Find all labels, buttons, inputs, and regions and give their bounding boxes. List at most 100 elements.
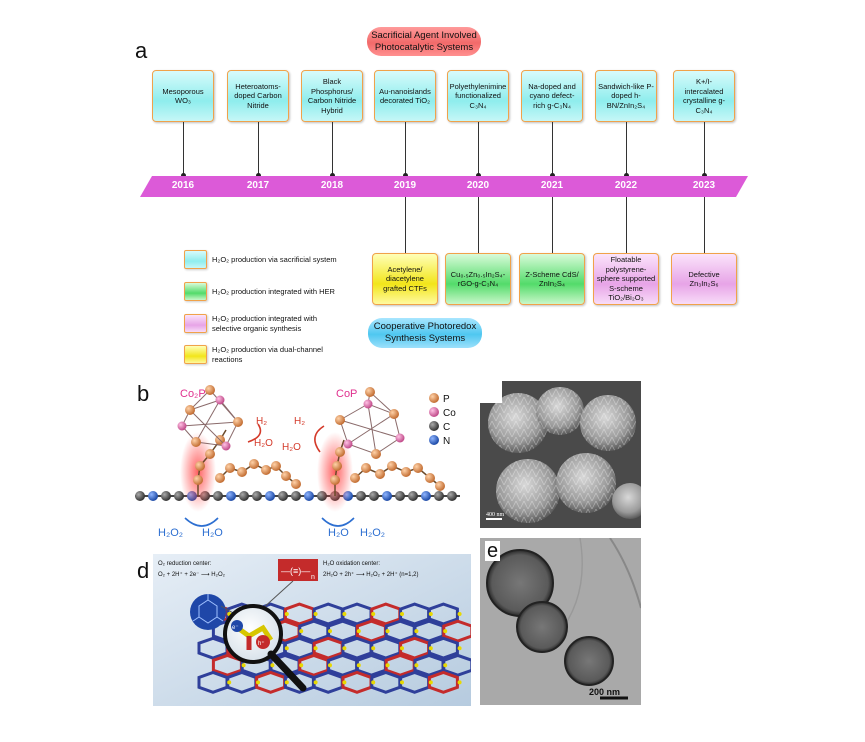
h2o2-left-label: H₂O₂ xyxy=(158,527,183,539)
framework-hexagon xyxy=(427,602,459,626)
cobalt-atom xyxy=(363,399,373,409)
alkyne-subscript: n xyxy=(311,574,315,581)
framework-node xyxy=(428,646,433,651)
framework-node xyxy=(299,663,304,668)
framework-node xyxy=(385,663,390,668)
h2o-oxidation-equation: 2H₂O + 2h⁺ ⟶ H₂O₂ + 2H⁺ (n=1,2) xyxy=(323,571,418,578)
phosphorus-atom xyxy=(195,461,205,471)
timeline-bottom-connector xyxy=(704,197,705,253)
phosphorus-atom xyxy=(365,387,375,397)
cobalt-atom xyxy=(221,441,231,451)
electron-label: e⁻ xyxy=(232,625,239,631)
carbon-atom xyxy=(252,491,262,501)
sacrificial-systems-pill: Sacrificial Agent Involved Photocatalyti… xyxy=(367,27,481,56)
framework-node xyxy=(414,663,419,668)
legend-swatch xyxy=(184,345,207,364)
carbon-atom xyxy=(447,491,457,501)
legend-item: H₂O₂ production integrated with HER xyxy=(184,282,342,301)
panel-c-sem-image: 400 nm xyxy=(480,381,641,528)
panel-d-illustration: —(≡)— n e⁻ h⁺ O₂ reduction center: O₂ + … xyxy=(153,554,471,706)
carbon-atom xyxy=(434,491,444,501)
framework-node xyxy=(284,646,289,651)
legend-swatch xyxy=(184,250,207,269)
cooperative-systems-pill: Cooperative Photoredox Synthesis Systems xyxy=(368,318,482,348)
h2o-right-label: H₂O xyxy=(282,442,301,453)
carbon-atom xyxy=(278,491,288,501)
framework-node xyxy=(457,612,462,616)
timeline-top-connector xyxy=(183,122,184,176)
framework-node xyxy=(428,680,433,685)
carbon-atom xyxy=(408,491,418,501)
hole-label: h⁺ xyxy=(258,640,265,647)
phosphorus-atom xyxy=(332,461,342,471)
legend-item: H₂O₂ production via dual-channel reactio… xyxy=(184,345,342,364)
nitrogen-atom xyxy=(421,491,431,501)
phosphorus-atom xyxy=(261,465,271,475)
timeline-year-label: 2022 xyxy=(614,180,638,191)
phosphorus-atom xyxy=(291,479,301,489)
timeline-bottom-box: Defective Zn₃In₂S₆ xyxy=(671,253,737,305)
framework-node xyxy=(342,680,347,685)
panel-label-b: b xyxy=(137,381,150,406)
legend-swatch xyxy=(184,314,207,333)
framework-node xyxy=(443,663,448,668)
phosphorus-atom xyxy=(271,461,281,471)
panel-b-illustration: Co₂P CoP H₂ H₂O H₂ H₂O H₂O₂ H₂O H₂O H₂O₂… xyxy=(135,385,460,539)
timeline-year-label: 2019 xyxy=(393,180,417,191)
framework-node xyxy=(227,680,232,685)
phosphorus-atom xyxy=(249,459,259,469)
framework-node xyxy=(400,680,404,685)
timeline-bottom-connector xyxy=(626,197,627,253)
phosphorus-atom xyxy=(191,437,201,447)
h2o-left-label: H₂O xyxy=(254,438,273,449)
timeline-year-dot xyxy=(476,173,481,178)
timeline-top-box: Sandwich-like P-doped h-BN/ZnIn₂S₄ xyxy=(595,70,657,122)
sem-scale-bar: 400 nm xyxy=(486,512,505,518)
panel-e-tem-image: 200 nm xyxy=(480,538,641,705)
timeline-top-connector xyxy=(332,122,333,176)
timeline-year-dot xyxy=(256,173,261,178)
cobalt-atom xyxy=(215,395,225,405)
timeline-top-connector xyxy=(478,122,479,176)
timeline-top-box: Au-nanoislands decorated TiO₂ xyxy=(374,70,436,122)
timeline-top-box: Heteroatoms-doped Carbon Nitride xyxy=(227,70,289,122)
phosphorus-atom xyxy=(330,475,340,485)
carbon-atom xyxy=(291,491,301,501)
framework-node xyxy=(299,629,304,634)
phosphorus-atom xyxy=(350,473,360,483)
phosphorus-atom xyxy=(435,481,445,491)
atom-legend-swatch xyxy=(429,407,439,417)
phosphorus-atom xyxy=(401,467,411,477)
tem-scale-bar: 200 nm xyxy=(589,687,620,697)
legend-swatch xyxy=(184,282,207,301)
timeline-year-dot xyxy=(702,173,707,178)
carbon-atom xyxy=(213,491,223,501)
atom-legend-swatch xyxy=(429,435,439,445)
atom-legend-label: Co xyxy=(443,408,456,419)
legend-text: H₂O₂ production integrated with selectiv… xyxy=(212,314,318,333)
timeline-top-connector xyxy=(704,122,705,176)
h2o-bottom-right-label: H₂O xyxy=(328,527,349,539)
timeline-top-connector xyxy=(405,122,406,176)
timeline-year-dot xyxy=(624,173,629,178)
nitrogen-atom xyxy=(226,491,236,501)
timeline-year-label: 2021 xyxy=(540,180,564,191)
atom-legend-label: P xyxy=(443,394,450,405)
timeline-year-dot xyxy=(550,173,555,178)
timeline-bottom-connector xyxy=(405,197,406,253)
carbon-atom xyxy=(161,491,171,501)
timeline-top-connector xyxy=(258,122,259,176)
phosphorus-atom xyxy=(371,449,381,459)
phosphorus-atom xyxy=(361,463,371,473)
phosphorus-atom xyxy=(425,473,435,483)
carbon-atom xyxy=(395,491,405,501)
phosphorus-atom xyxy=(335,447,345,457)
phosphorus-atom xyxy=(375,469,385,479)
timeline-top-box: K+/I- intercalated crystalline g-C₃N₄ xyxy=(673,70,735,122)
framework-node xyxy=(414,629,419,634)
legend-text: H₂O₂ production via sacrificial system xyxy=(212,254,337,264)
phosphorus-atom xyxy=(215,473,225,483)
timeline-bottom-box: Acetylene/ diacetylene grafted CTFs xyxy=(372,253,438,305)
cobalt-atom xyxy=(177,421,187,431)
